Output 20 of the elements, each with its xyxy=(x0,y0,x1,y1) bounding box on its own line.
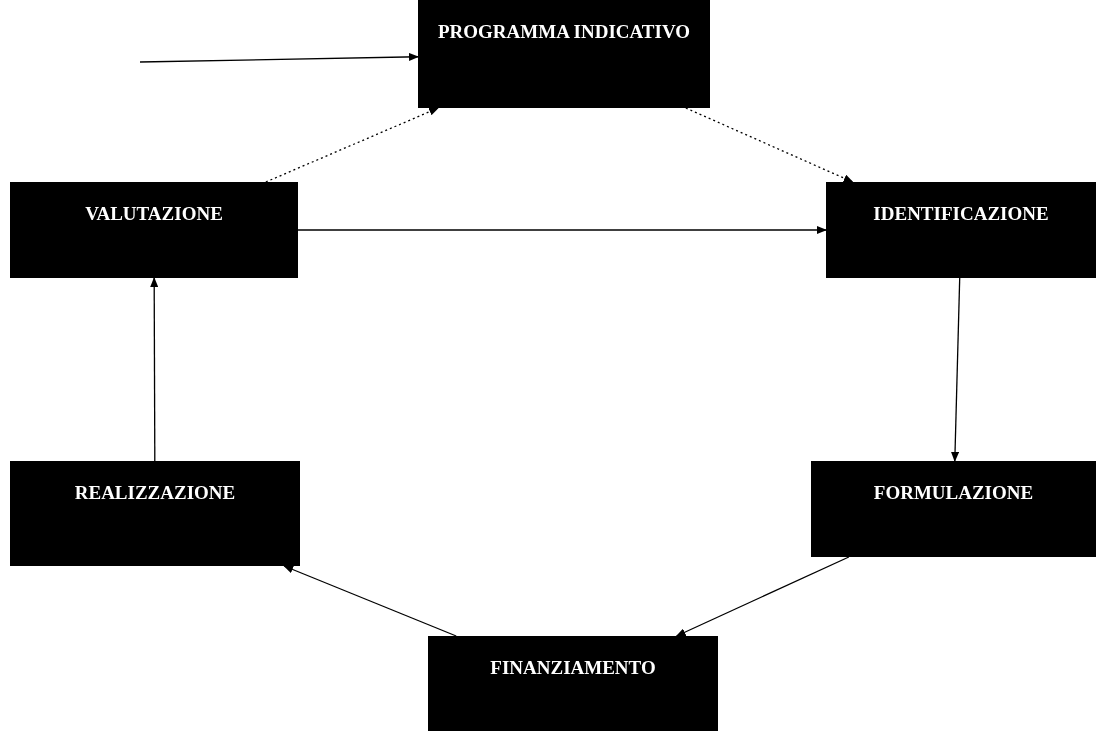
process-box xyxy=(10,182,298,278)
arrow xyxy=(297,226,827,234)
process-box xyxy=(428,636,718,731)
process-box xyxy=(811,461,1096,557)
arrow xyxy=(685,107,854,183)
arrow xyxy=(951,277,961,462)
box-label: VALUTAZIONE xyxy=(85,202,223,225)
arrow xyxy=(265,107,440,183)
arrow xyxy=(139,52,419,63)
arrow xyxy=(675,556,850,637)
box-label: PROGRAMMA INDICATIVO xyxy=(437,20,691,43)
box-label: FORMULAZIONE xyxy=(873,481,1034,504)
process-box xyxy=(10,461,300,566)
box-label: REALIZZAZIONE xyxy=(74,481,236,504)
arrow xyxy=(150,277,159,462)
box-label: IDENTIFICAZIONE xyxy=(873,202,1049,225)
arrow xyxy=(283,565,457,637)
process-box xyxy=(418,0,710,108)
box-label: FINANZIAMENTO xyxy=(490,656,656,679)
process-box xyxy=(826,182,1096,278)
